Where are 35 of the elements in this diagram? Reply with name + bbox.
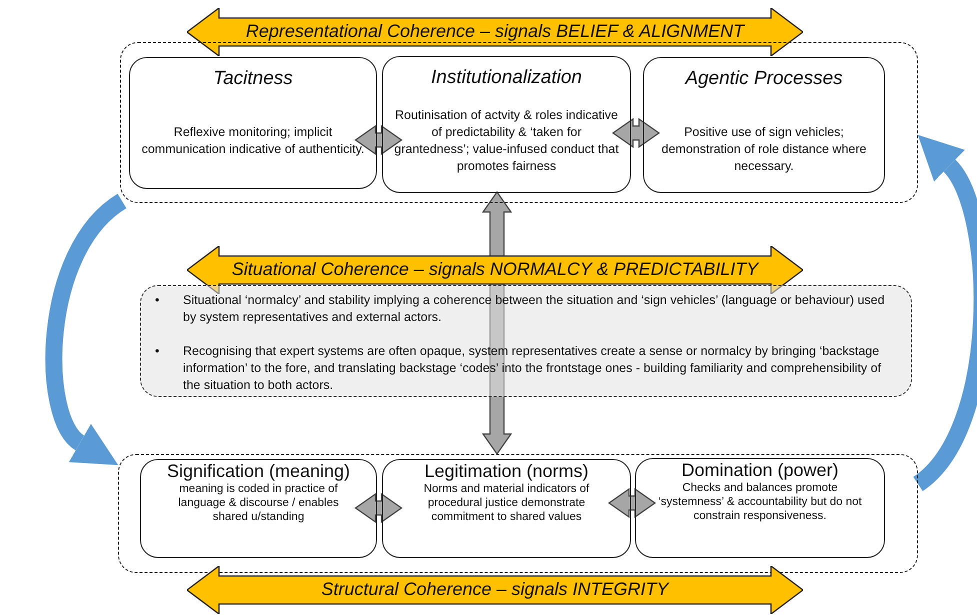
box-heading: Institutionalization [430,67,582,89]
concept-box [140,459,377,558]
banner-label: Situational Coherence – signals NORMALCY & PREDICTABILITY [230,258,760,281]
concept-box [382,459,631,558]
bullet-mark: • [155,292,160,309]
block-arrow [612,118,660,148]
double-arrow-banner [187,566,803,614]
concept-box [643,57,885,193]
concept-box [382,56,631,193]
note-panel [140,285,912,397]
concept-box [129,57,377,189]
banner-label: Representational Coherence – signals BELIEF & ALIGNMENT [244,20,746,43]
banner-label: Structural Coherence – signals INTEGRITY [320,578,670,601]
block-arrow [354,492,403,524]
box-heading: Legitimation (norms) [424,461,589,482]
bullet-mark: • [155,343,160,360]
box-heading: Domination (power) [681,460,839,481]
dashed-group-frame [118,454,918,573]
block-arrow [354,124,403,156]
box-heading: Agentic Processes [685,68,843,90]
double-arrow-banner [187,8,803,56]
dashed-group-frame [120,42,918,203]
box-description: Positive use of sign vehicles; demonstration of role distance where necessary. [660,124,868,175]
box-heading: Signification (meaning) [166,461,350,482]
box-heading: Tacitness [213,68,293,90]
box-description: Routinisation of actvity & roles indicative of predictability & ‘taken for grantedness’; value-infused conduct that promotes fairness [393,107,620,175]
concept-box [635,458,885,558]
block-arrow [608,488,656,518]
bullet-text: Recognising that expert systems are often opaque, system representatives create a sense or normalcy by bringing ‘backstage information’ to the fore, and translating backstage ‘codes’ into the frontstage ones - building familiarity and comprehensibility of the situation to both actors. [183,343,882,394]
bullet-text: Situational ‘normalcy’ and stability implying a coherence between the situation and ‘sign vehicles’ (language or behaviour) used by system representatives and external actors. [183,292,886,326]
box-description: Reflexive monitoring; implicit communication indicative of authenticity. [140,124,366,158]
box-description: Norms and material indicators of procedural justice demonstrate commitment to shared values [422,482,590,524]
box-description: Checks and balances promote ‘systemness’ & accountability but do not constrain responsiveness. [657,481,863,523]
double-arrow-banner [187,246,803,294]
box-description: meaning is coded in practice of language & discourse / enables shared u/standing [177,482,340,524]
